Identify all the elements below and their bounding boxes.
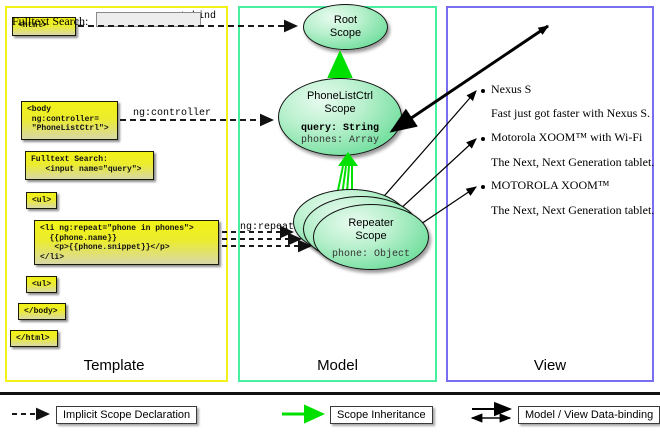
phonelist-scope-prop-query: query: String xyxy=(300,123,379,134)
view-search-label: Fulltext Search: xyxy=(12,14,89,28)
phonelist-scope-prop-phones: phones: Array xyxy=(300,135,379,146)
phonelist-scope-title-1: PhoneListCtrl xyxy=(306,90,374,102)
scope-ellipse-repeater: Repeater Scope phone: Object xyxy=(313,204,429,270)
view-search-input[interactable] xyxy=(96,12,201,27)
legend-item-model-view-data-binding: Model / View Data-binding xyxy=(518,406,660,424)
code-box-body-close: </body> xyxy=(18,303,66,320)
phonelist-scope-title-2: Scope xyxy=(324,103,356,115)
code-box-ul-close: <ul> xyxy=(26,276,57,293)
panel-view xyxy=(446,6,654,382)
edge-label-ng-controller: ng:controller xyxy=(133,108,212,119)
code-box-html-open: <html> xyxy=(12,17,76,36)
code-box-li-repeat: <li ng:repeat="phone in phones"> {{phone… xyxy=(34,220,219,265)
view-bullet-2 xyxy=(481,185,485,189)
repeater-scope-prop-phone: phone: Object xyxy=(331,249,410,260)
root-scope-title-2: Scope xyxy=(329,27,362,39)
legend-glyph-double-arrow xyxy=(470,401,512,423)
panel-label-view: View xyxy=(533,357,567,374)
code-box-ul-open: <ul> xyxy=(26,192,57,209)
code-box-html-close: </html> xyxy=(10,330,58,347)
scope-ellipse-phonelistctrl: PhoneListCtrl Scope query: String phones… xyxy=(278,78,402,156)
repeater-scope-title-2: Scope xyxy=(355,230,387,242)
view-phone-snippet-0: Fast just got faster with Nexus S. xyxy=(491,106,650,120)
code-box-body-open: <body ng:controller= "PhoneListCtrl"> xyxy=(21,101,118,140)
panel-label-model: Model xyxy=(317,357,358,374)
legend-item-implicit-scope-declaration: Implicit Scope Declaration xyxy=(56,406,198,424)
legend-divider xyxy=(0,392,660,395)
edge-label-ng-repeat: ng:repeat xyxy=(240,222,295,233)
code-box-fulltext-search: Fulltext Search: <input name="query"> xyxy=(25,151,154,180)
view-phone-snippet-2: The Next, Next Generation tablet. xyxy=(491,203,655,217)
panel-label-template: Template xyxy=(83,357,145,374)
scope-ellipse-root: Root Scope xyxy=(303,4,388,50)
view-phone-name-2: MOTOROLA XOOM™ xyxy=(491,178,610,192)
view-phone-name-1: Motorola XOOM™ with Wi-Fi xyxy=(491,130,643,144)
view-bullet-0 xyxy=(481,89,485,93)
view-bullet-1 xyxy=(481,137,485,141)
repeater-scope-title-1: Repeater xyxy=(348,217,394,229)
legend-item-scope-inheritance: Scope Inheritance xyxy=(330,406,433,424)
view-phone-snippet-1: The Next, Next Generation tablet. xyxy=(491,155,655,169)
root-scope-title-1: Root xyxy=(333,14,358,26)
view-phone-name-0: Nexus S xyxy=(491,82,532,96)
